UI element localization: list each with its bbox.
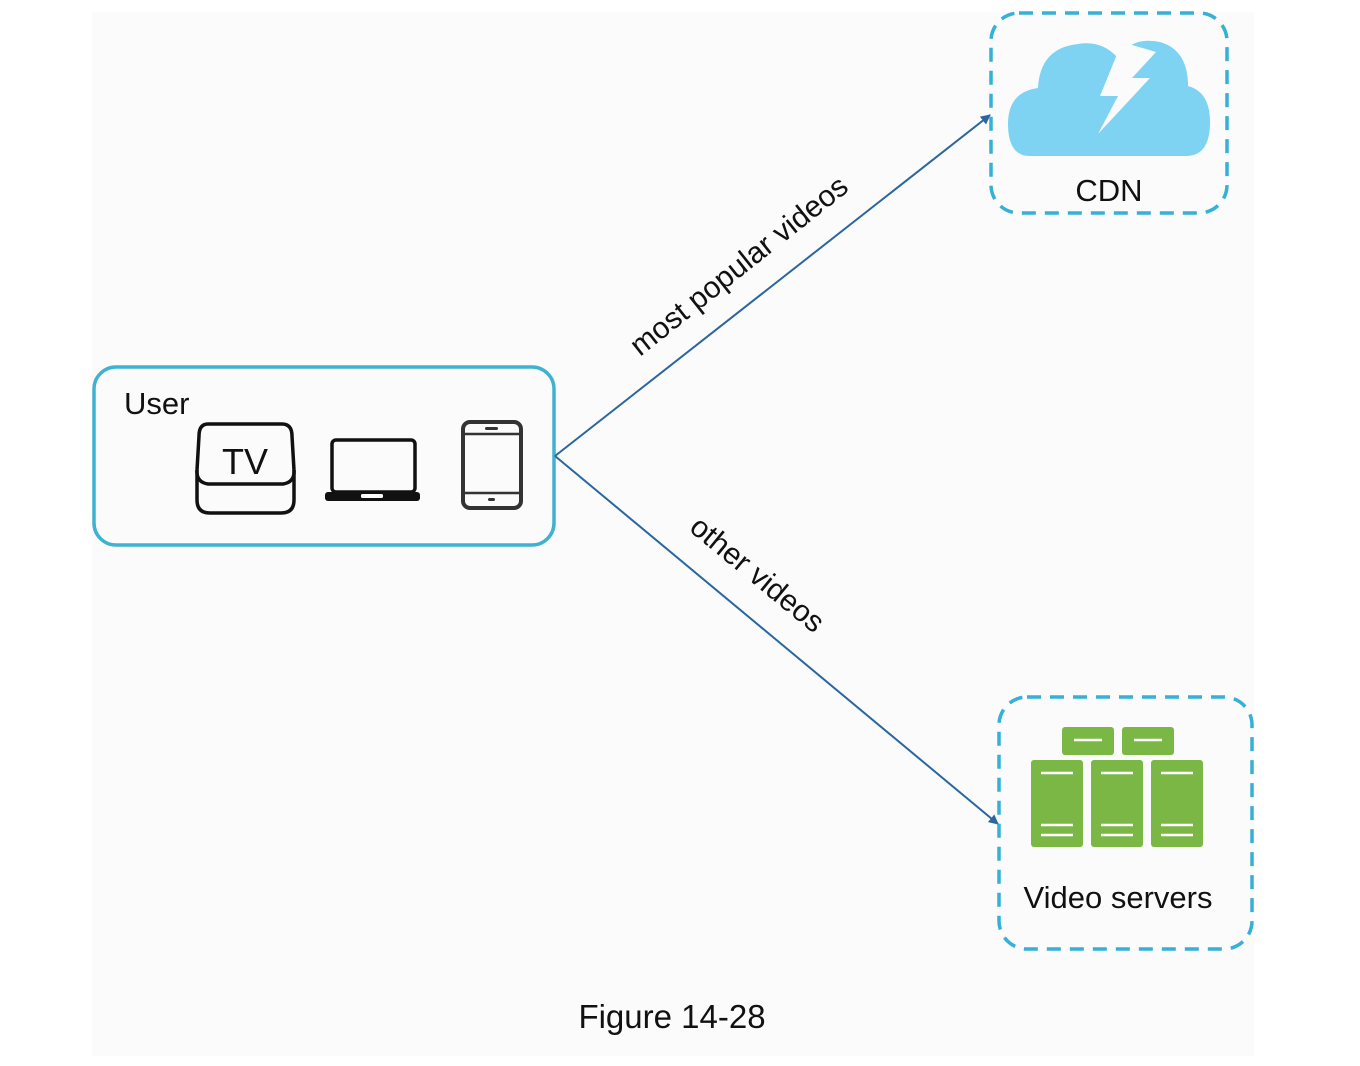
tv-icon-text: TV: [222, 441, 268, 482]
laptop-icon: [325, 438, 420, 501]
arrow-line-other: [554, 455, 999, 825]
user-label: User: [124, 386, 189, 421]
edge-to-video-servers: other videos: [554, 455, 999, 825]
edge-to-cdn: most popular videos: [554, 114, 991, 457]
figure-caption: Figure 14-28: [578, 998, 765, 1035]
tv-icon: TV: [195, 422, 296, 515]
edge-label-other: other videos: [684, 510, 831, 639]
arrow-line-popular: [554, 114, 991, 457]
user-box: [92, 365, 556, 547]
cloud-lightning-icon: [1008, 40, 1210, 156]
edge-label-popular: most popular videos: [624, 170, 855, 363]
cdn-label: CDN: [1075, 173, 1142, 208]
user-node[interactable]: User TV: [92, 365, 556, 547]
cdn-node[interactable]: CDN: [989, 11, 1229, 215]
video-servers-label: Video servers: [1024, 880, 1213, 915]
servers-icon: [1031, 727, 1203, 847]
figure-background: [92, 12, 1254, 1056]
video-servers-box: [997, 695, 1254, 951]
video-servers-node[interactable]: Video servers: [997, 695, 1254, 951]
phone-icon: [461, 420, 523, 510]
